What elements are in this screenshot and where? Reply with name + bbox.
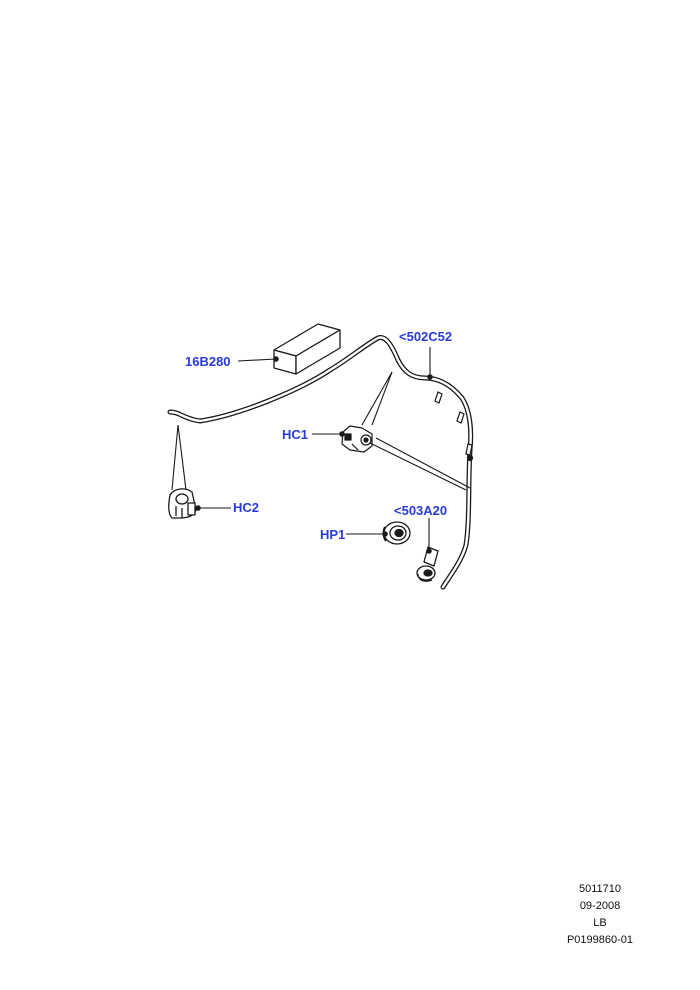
drawing-date: 09-2008 (579, 900, 621, 912)
grommet-hp1 (382, 521, 411, 545)
callout-hc2: HC2 (233, 500, 260, 515)
harness-clips (434, 391, 474, 462)
callout-hp1: HP1 (320, 527, 346, 542)
callout-502c52: <502C52 (399, 329, 453, 344)
callout-hc1: HC1 (282, 427, 309, 442)
harness-cable (167, 335, 474, 590)
drawing-number: 5011710 (578, 883, 621, 895)
reference-block: 5011710 09-2008 LB P0199860-01 (560, 881, 640, 949)
connector-hc2 (168, 488, 197, 519)
drawing-code: LB (593, 917, 607, 929)
callout-16b280: 16B280 (185, 354, 231, 369)
leader-lines (195, 347, 433, 554)
connector-hc1 (341, 425, 373, 453)
connector-503a20 (416, 546, 439, 582)
part-reference: P0199860-01 (566, 934, 634, 946)
module-box-16b280 (273, 323, 341, 375)
callout-503a20: <503A20 (394, 503, 448, 518)
pointer-lines (171, 371, 471, 491)
